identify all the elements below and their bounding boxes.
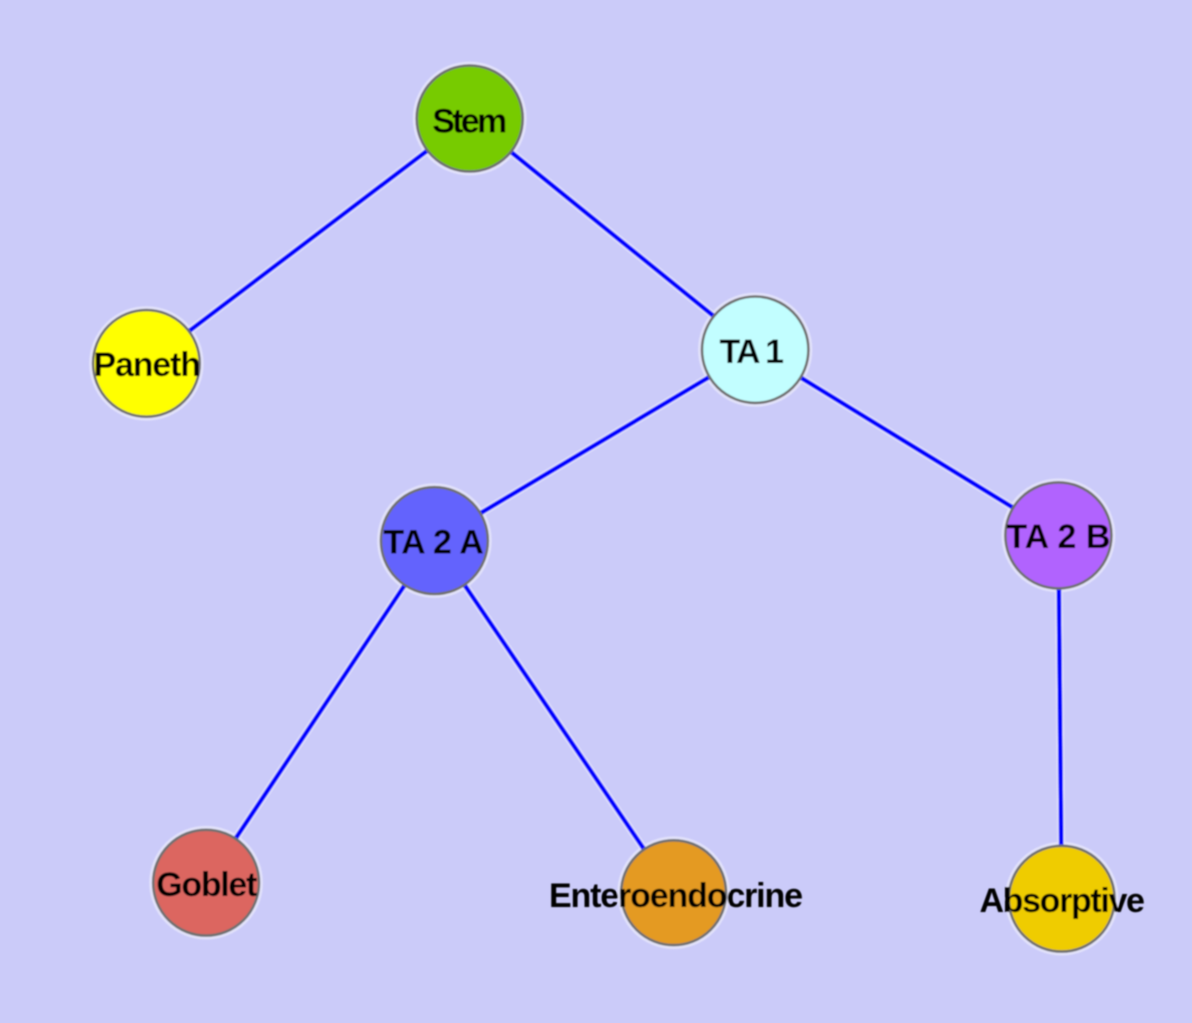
svg-text:TA 1: TA 1 (720, 333, 785, 371)
svg-text:TA 2 B: TA 2 B (1006, 518, 1110, 556)
svg-text:Absorptive: Absorptive (979, 882, 1145, 920)
svg-text:Stem: Stem (432, 102, 507, 140)
svg-text:Enteroendocrine: Enteroendocrine (549, 877, 803, 915)
svg-text:TA 2 A: TA 2 A (383, 524, 484, 562)
svg-text:Paneth: Paneth (93, 346, 201, 384)
svg-text:Goblet: Goblet (156, 866, 257, 904)
